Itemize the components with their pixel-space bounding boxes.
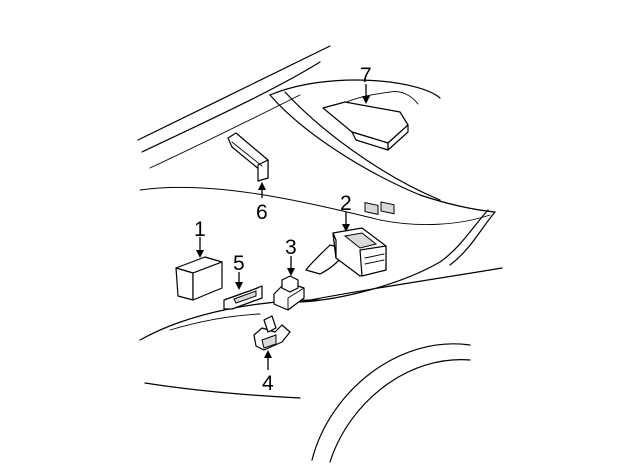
- part-2-sensor-module[interactable]: [305, 227, 387, 277]
- callout-3: 3: [285, 236, 297, 259]
- callout-arrows: [196, 84, 370, 370]
- part-3-connector[interactable]: [273, 275, 305, 311]
- part-7-airbag-module[interactable]: [322, 91, 419, 215]
- callout-1: 1: [194, 218, 206, 241]
- part-1-control-module[interactable]: [175, 256, 223, 301]
- part-5-cover[interactable]: [223, 285, 263, 310]
- callout-4: 4: [262, 372, 274, 395]
- vehicle-outline: [137, 45, 503, 463]
- part-4-bracket[interactable]: [253, 315, 291, 351]
- callout-2: 2: [340, 192, 352, 215]
- callout-6: 6: [256, 201, 268, 224]
- part-6-bracket[interactable]: [227, 132, 269, 182]
- callout-5: 5: [233, 252, 245, 275]
- callout-7: 7: [360, 64, 372, 87]
